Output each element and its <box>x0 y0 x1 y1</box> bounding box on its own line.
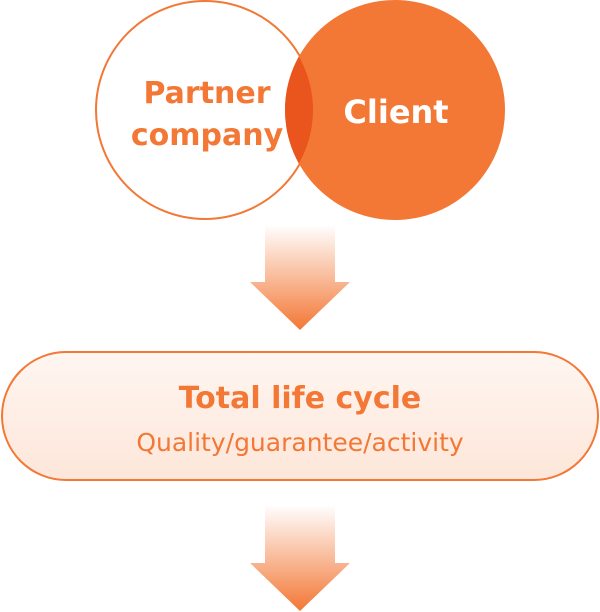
client-label: Client <box>343 93 448 131</box>
total-life-cycle-box <box>1 351 599 481</box>
down-arrow-icon-2 <box>250 505 350 611</box>
partner-company-label-line1: Partner <box>143 76 270 111</box>
partner-company-label-line2: company <box>131 118 284 153</box>
client-circle <box>285 0 505 220</box>
total-life-cycle-subtitle: Quality/guarantee/activity <box>136 428 464 457</box>
total-life-cycle-title: Total life cycle <box>179 381 422 416</box>
down-arrow-icon <box>250 225 350 330</box>
partner-company-circle <box>95 0 315 220</box>
